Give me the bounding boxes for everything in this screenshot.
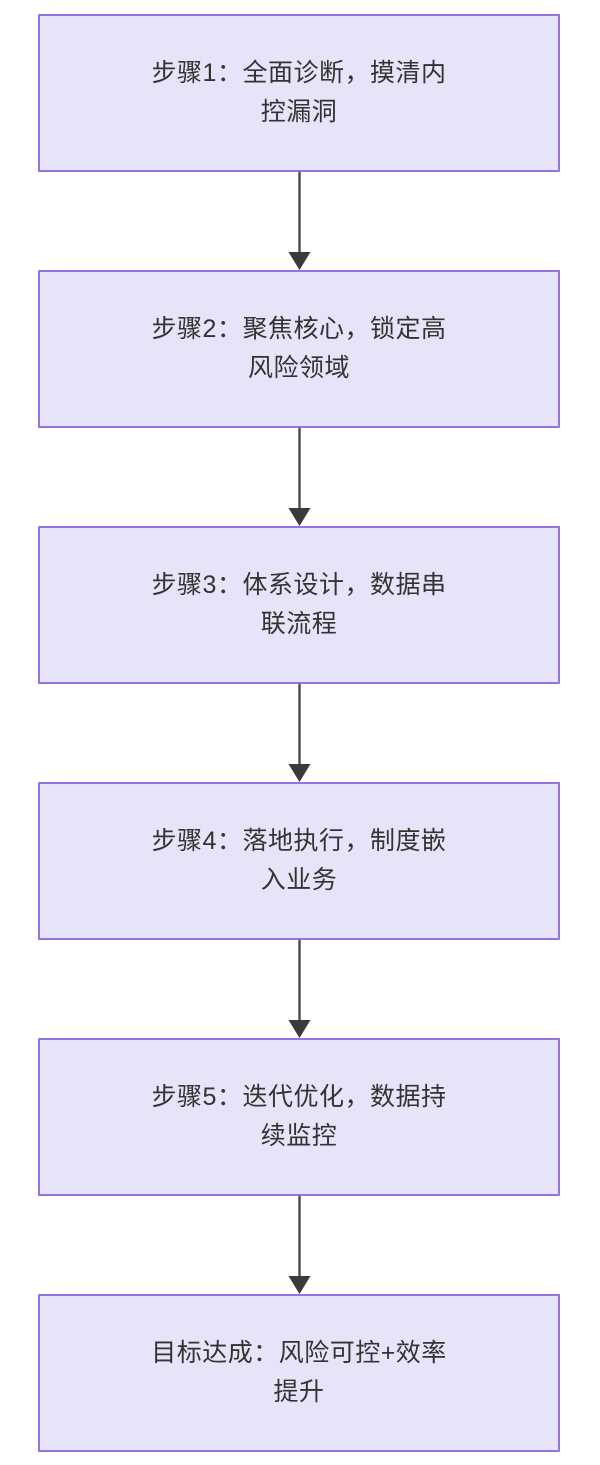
arrowhead-icon <box>288 764 311 782</box>
flow-node-step3-label: 步骤3：体系设计，数据串 联流程 <box>151 571 447 638</box>
flow-node-step4-label: 步骤4：落地执行，制度嵌 入业务 <box>151 827 447 894</box>
flow-node-step5[interactable]: 步骤5：迭代优化，数据持 续监控 <box>38 1038 560 1196</box>
flow-edge-step1-step2 <box>0 172 600 270</box>
flow-node-step2-label: 步骤2：聚焦核心，锁定高 风险领域 <box>151 315 447 382</box>
flow-edge-step4-step5 <box>0 940 600 1038</box>
flow-edge-step3-step4 <box>0 684 600 782</box>
flow-edge-step5-goal <box>0 1196 600 1294</box>
flow-node-step4[interactable]: 步骤4：落地执行，制度嵌 入业务 <box>38 782 560 940</box>
flow-node-goal-label: 目标达成：风险可控+效率 提升 <box>151 1339 447 1406</box>
flow-node-step1-label: 步骤1：全面诊断，摸清内 控漏洞 <box>151 59 447 126</box>
flow-node-goal[interactable]: 目标达成：风险可控+效率 提升 <box>38 1294 560 1452</box>
flow-node-step1[interactable]: 步骤1：全面诊断，摸清内 控漏洞 <box>38 14 560 172</box>
arrowhead-icon <box>288 252 311 270</box>
arrowhead-icon <box>288 508 311 526</box>
flow-edge-step2-step3 <box>0 428 600 526</box>
flow-node-step5-label: 步骤5：迭代优化，数据持 续监控 <box>151 1083 447 1150</box>
flow-node-step3[interactable]: 步骤3：体系设计，数据串 联流程 <box>38 526 560 684</box>
arrowhead-icon <box>288 1276 311 1294</box>
flow-node-step2[interactable]: 步骤2：聚焦核心，锁定高 风险领域 <box>38 270 560 428</box>
arrowhead-icon <box>288 1020 311 1038</box>
